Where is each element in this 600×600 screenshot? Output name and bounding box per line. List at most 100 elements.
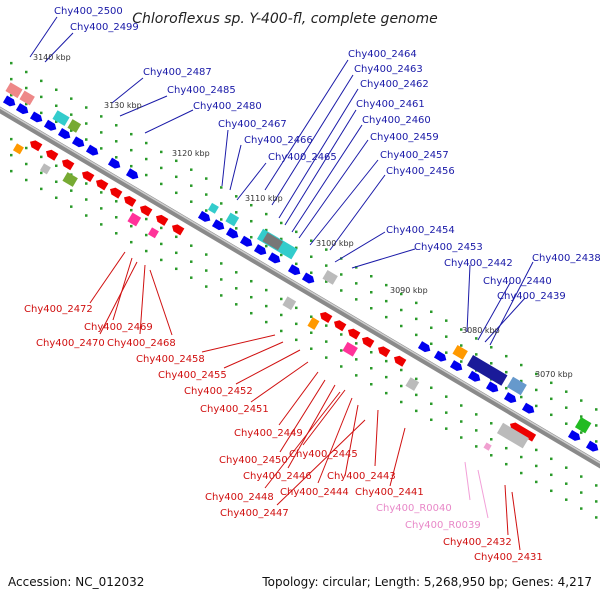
gene-label[interactable]: Chy400_2459 <box>370 132 439 143</box>
feature-box[interactable] <box>207 202 219 214</box>
feature-box[interactable] <box>19 90 35 106</box>
feature-box[interactable] <box>62 172 78 187</box>
forward-gene-arrow[interactable] <box>287 264 302 277</box>
gene-label[interactable]: Chy400_2487 <box>143 67 212 78</box>
feature-box[interactable] <box>39 163 51 175</box>
forward-gene-arrow[interactable] <box>567 429 582 443</box>
reverse-gene-arrow[interactable] <box>60 157 75 171</box>
forward-gene-arrow[interactable] <box>43 119 58 133</box>
gene-label[interactable]: Chy400_2470 <box>36 338 105 349</box>
reverse-gene-arrow[interactable] <box>44 148 59 161</box>
feature-box[interactable] <box>574 416 592 434</box>
gene-label[interactable]: Chy400_2463 <box>354 64 423 75</box>
reverse-gene-arrow[interactable] <box>332 318 347 332</box>
forward-gene-arrow[interactable] <box>211 219 226 232</box>
forward-gene-arrow[interactable] <box>485 381 500 394</box>
gene-label[interactable]: Chy400_2472 <box>24 304 93 315</box>
feature-box[interactable] <box>322 270 338 285</box>
gene-label[interactable]: Chy400_2438 <box>532 253 600 264</box>
forward-gene-arrow[interactable] <box>85 144 100 158</box>
forward-gene-arrow[interactable] <box>125 168 140 181</box>
feature-box[interactable] <box>483 442 492 451</box>
gene-label[interactable]: Chy400_2462 <box>360 79 429 90</box>
gene-label[interactable]: Chy400_2446 <box>243 471 312 482</box>
reverse-gene-arrow[interactable] <box>392 354 407 367</box>
forward-gene-arrow[interactable] <box>71 136 86 149</box>
reverse-gene-arrow[interactable] <box>28 138 43 152</box>
gene-label[interactable]: Chy400_2480 <box>193 101 262 112</box>
gene-label[interactable]: Chy400_2465 <box>268 152 337 163</box>
gene-label[interactable]: Chy400_2458 <box>136 354 205 365</box>
forward-gene-arrow[interactable] <box>57 128 72 141</box>
reverse-gene-arrow[interactable] <box>360 335 375 348</box>
forward-gene-arrow[interactable] <box>467 370 482 384</box>
feature-box[interactable] <box>12 143 24 155</box>
reverse-gene-arrow[interactable] <box>154 213 169 226</box>
feature-box[interactable] <box>67 119 82 133</box>
gene-label[interactable]: Chy400_2461 <box>356 99 425 110</box>
gene-label[interactable]: Chy400_2439 <box>497 291 566 302</box>
forward-gene-arrow[interactable] <box>29 111 44 124</box>
gene-label[interactable]: Chy400_2444 <box>280 487 349 498</box>
gene-label[interactable]: Chy400_2440 <box>483 276 552 287</box>
feature-box[interactable] <box>127 212 142 227</box>
gene-label[interactable]: Chy400_2500 <box>54 6 123 17</box>
gene-label[interactable]: Chy400_2469 <box>84 322 153 333</box>
forward-gene-arrow[interactable] <box>417 341 432 354</box>
forward-gene-arrow[interactable] <box>197 210 212 224</box>
reverse-gene-arrow[interactable] <box>170 222 185 236</box>
gene-label[interactable]: Chy400_2453 <box>414 242 483 253</box>
gene-label[interactable]: Chy400_2451 <box>200 404 269 415</box>
feature-box[interactable] <box>5 82 23 99</box>
forward-gene-arrow[interactable] <box>521 402 536 416</box>
reverse-gene-arrow[interactable] <box>508 420 537 442</box>
feature-box[interactable] <box>405 377 420 391</box>
feature-box[interactable] <box>147 227 159 239</box>
feature-box[interactable] <box>282 296 297 311</box>
gene-label[interactable]: Chy400_2442 <box>444 258 513 269</box>
reverse-gene-arrow[interactable] <box>346 327 361 340</box>
gene-label[interactable]: Chy400_2445 <box>289 449 358 460</box>
feature-box[interactable] <box>466 355 508 386</box>
gene-label[interactable]: Chy400_2468 <box>107 338 176 349</box>
reverse-gene-arrow[interactable] <box>122 194 137 207</box>
gene-label[interactable]: Chy400_2452 <box>184 386 253 397</box>
forward-gene-arrow[interactable] <box>433 350 448 364</box>
gene-label[interactable]: Chy400_2456 <box>386 166 455 177</box>
reverse-gene-arrow[interactable] <box>80 169 95 183</box>
feature-box[interactable] <box>307 317 320 330</box>
gene-label[interactable]: Chy400_2485 <box>167 85 236 96</box>
forward-gene-arrow[interactable] <box>253 244 268 257</box>
feature-box[interactable] <box>342 341 358 357</box>
gene-label[interactable]: Chy400_2464 <box>348 49 417 60</box>
feature-box[interactable] <box>262 232 284 251</box>
gene-label[interactable]: Chy400_2441 <box>355 487 424 498</box>
forward-gene-arrow[interactable] <box>15 103 30 116</box>
gene-label[interactable]: Chy400_R0039 <box>405 520 481 531</box>
forward-gene-arrow[interactable] <box>2 95 17 108</box>
gene-label[interactable]: Chy400_2431 <box>474 552 543 563</box>
forward-gene-arrow[interactable] <box>449 360 464 373</box>
feature-box[interactable] <box>496 422 529 449</box>
reverse-gene-arrow[interactable] <box>94 177 109 191</box>
gene-label[interactable]: Chy400_2443 <box>327 471 396 482</box>
feature-box[interactable] <box>506 376 527 396</box>
reverse-gene-arrow[interactable] <box>138 203 153 217</box>
gene-label[interactable]: Chy400_2432 <box>443 537 512 548</box>
gene-label[interactable]: Chy400_2457 <box>380 150 449 161</box>
forward-gene-arrow[interactable] <box>225 227 240 240</box>
reverse-gene-arrow[interactable] <box>376 344 391 358</box>
forward-gene-arrow[interactable] <box>301 272 316 285</box>
reverse-gene-arrow[interactable] <box>318 310 333 323</box>
gene-label[interactable]: Chy400_2499 <box>70 22 139 33</box>
forward-gene-arrow[interactable] <box>585 440 600 454</box>
gene-label[interactable]: Chy400_2454 <box>386 225 455 236</box>
gene-label[interactable]: Chy400_R0040 <box>376 503 452 514</box>
feature-box[interactable] <box>225 212 240 227</box>
gene-label[interactable]: Chy400_2467 <box>218 119 287 130</box>
gene-label[interactable]: Chy400_2449 <box>234 428 303 439</box>
gene-label[interactable]: Chy400_2450 <box>219 455 288 466</box>
gene-label[interactable]: Chy400_2460 <box>362 115 431 126</box>
gene-label[interactable]: Chy400_2447 <box>220 508 289 519</box>
gene-label[interactable]: Chy400_2455 <box>158 370 227 381</box>
